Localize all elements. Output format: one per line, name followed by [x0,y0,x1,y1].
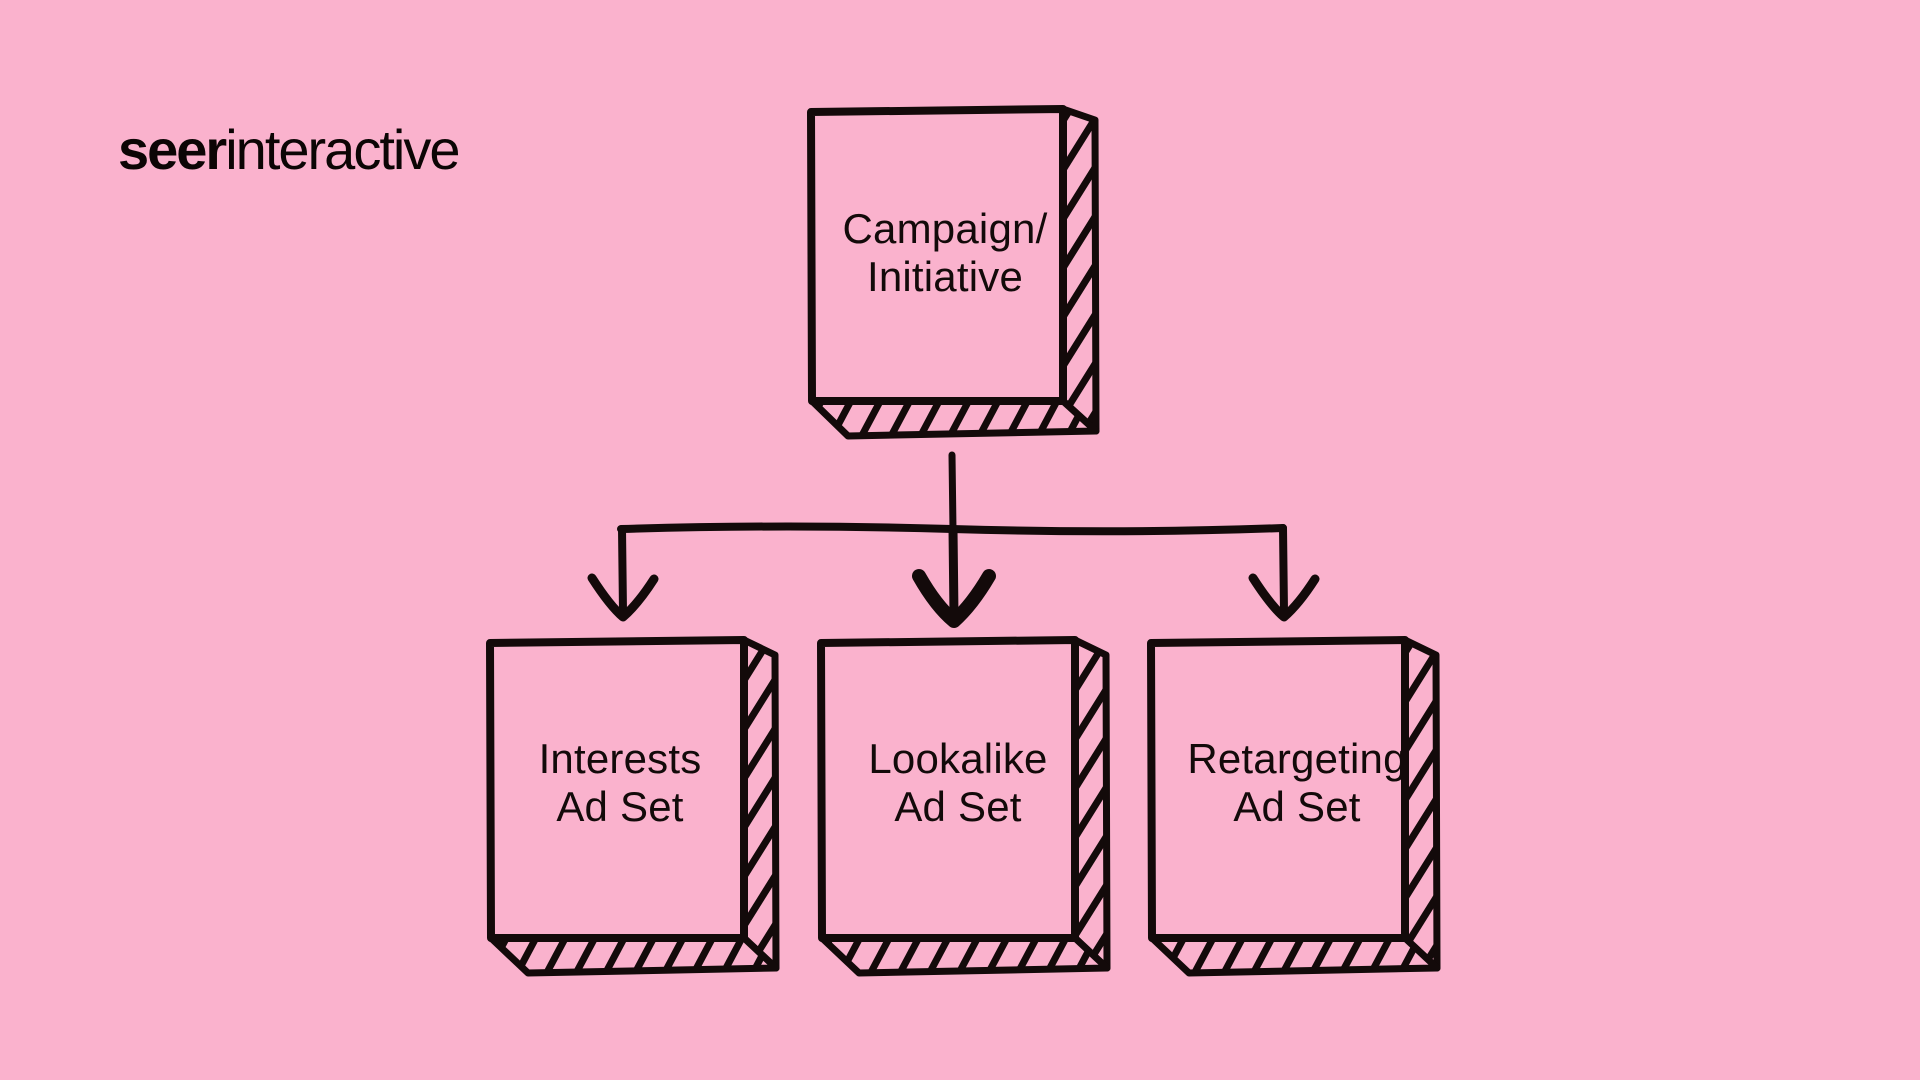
logo-light-text: interactive [225,118,460,181]
node-retargeting-base-face [1148,934,1441,977]
node-lookalike-side-face [1071,636,1111,972]
brand-logo[interactable]: seerinteractive [118,122,460,178]
node-campaign-base-face [808,397,1100,440]
node-retargeting-front-face [1147,636,1409,942]
logo-bold-text: seer [118,118,227,181]
node-campaign[interactable] [807,105,1100,440]
node-interests-front-face [486,636,748,942]
connector-stem [948,451,957,534]
node-interests-base-face [487,934,780,977]
node-lookalike-front-face [817,636,1079,942]
node-campaign-side-face [1059,105,1100,435]
node-retargeting-side-face [1401,636,1441,972]
node-lookalike-base-face [818,934,1111,977]
arrow-to-interests [587,525,659,622]
node-campaign-front-face [807,105,1067,405]
node-interests[interactable] [486,636,780,977]
arrow-to-retargeting [1248,524,1320,622]
node-lookalike[interactable] [817,636,1111,977]
node-interests-side-face [740,636,780,972]
node-retargeting[interactable] [1147,636,1441,977]
arrow-to-lookalike [912,524,996,628]
connector-group [587,451,1320,628]
